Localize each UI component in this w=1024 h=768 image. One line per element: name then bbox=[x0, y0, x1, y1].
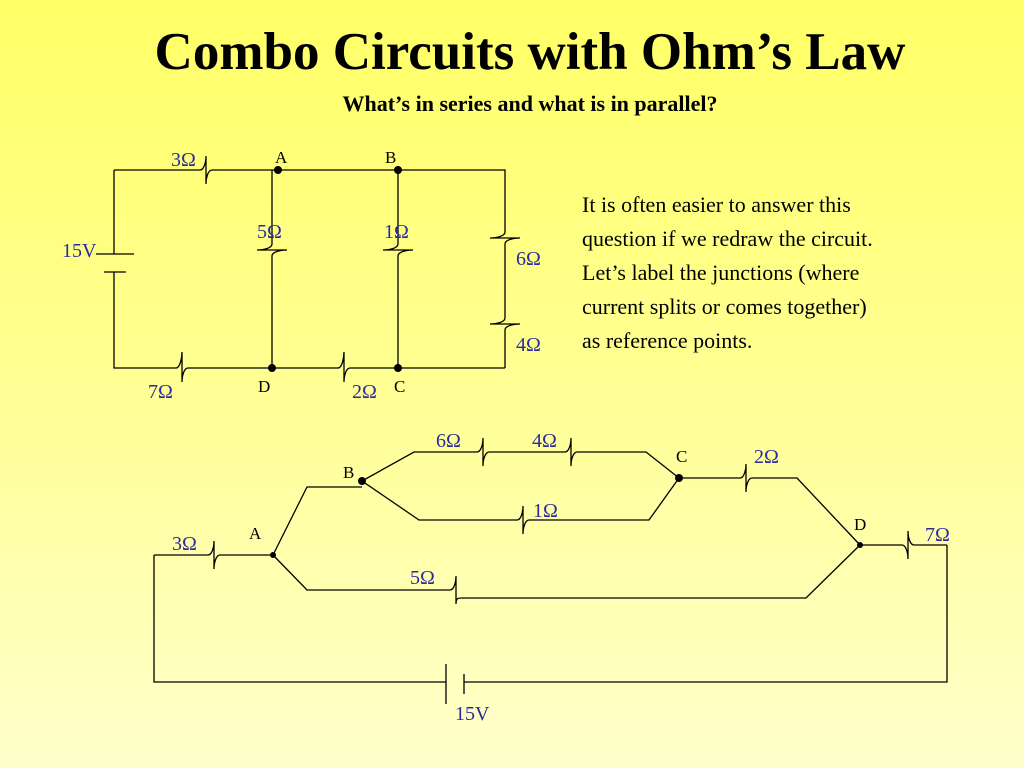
junction-b-label-redrawn: B bbox=[343, 463, 354, 482]
original-bottom-wire bbox=[113, 272, 505, 383]
original-circuit: 3Ω 15V 5Ω 1Ω 6Ω 4Ω 7Ω 2Ω A B D C bbox=[62, 148, 541, 403]
original-top-wire bbox=[114, 155, 506, 232]
resistor-5ohm-branch-redrawn bbox=[272, 544, 861, 605]
junction-a-dot bbox=[274, 166, 282, 174]
slide-title: Combo Circuits with Ohm’s Law bbox=[154, 23, 906, 81]
battery-label: 15V bbox=[62, 240, 97, 262]
junction-b-label: B bbox=[385, 148, 396, 167]
resistor-5ohm-branch bbox=[256, 170, 288, 368]
redrawn-circuit: 6Ω 4Ω 2Ω 1Ω 3Ω 7Ω 5Ω 15V A B C D bbox=[153, 430, 950, 725]
resistor-7ohm-label-redrawn: 7Ω bbox=[925, 524, 950, 546]
resistor-6ohm-symbol bbox=[489, 231, 521, 318]
resistor-1ohm-label-redrawn: 1Ω bbox=[533, 500, 558, 522]
resistor-6ohm-4ohm-branch-redrawn bbox=[361, 437, 680, 482]
resistor-6ohm-label-redrawn: 6Ω bbox=[436, 430, 461, 452]
junction-c-dot bbox=[394, 364, 402, 372]
junction-d-label: D bbox=[258, 377, 270, 396]
resistor-3ohm-label-redrawn: 3Ω bbox=[172, 533, 197, 555]
resistor-3ohm-label: 3Ω bbox=[171, 149, 196, 171]
wire-a-to-b bbox=[272, 486, 362, 556]
resistor-1ohm-label: 1Ω bbox=[384, 221, 409, 243]
resistor-4ohm-symbol bbox=[489, 317, 521, 368]
slide-subtitle: What’s in series and what is in parallel… bbox=[342, 91, 718, 116]
resistor-3ohm-symbol-redrawn bbox=[154, 540, 273, 570]
explanation-line: question if we redraw the circuit. bbox=[582, 226, 873, 251]
resistor-4ohm-label-redrawn: 4Ω bbox=[532, 430, 557, 452]
battery-label-redrawn: 15V bbox=[455, 703, 490, 725]
resistor-5ohm-label: 5Ω bbox=[257, 221, 282, 243]
junction-a-dot-redrawn bbox=[270, 552, 276, 558]
explanation-line: as reference points. bbox=[582, 328, 753, 353]
resistor-1ohm-branch bbox=[382, 170, 414, 368]
junction-c-label: C bbox=[394, 377, 405, 396]
resistor-2ohm-symbol-redrawn bbox=[679, 463, 861, 546]
junction-c-dot-redrawn bbox=[675, 474, 683, 482]
junction-d-label-redrawn: D bbox=[854, 515, 866, 534]
junction-a-label: A bbox=[275, 148, 288, 167]
resistor-6ohm-label: 6Ω bbox=[516, 248, 541, 270]
junction-b-dot bbox=[394, 166, 402, 174]
resistor-2ohm-label: 2Ω bbox=[352, 381, 377, 403]
resistor-1ohm-branch-redrawn bbox=[361, 477, 680, 535]
resistor-7ohm-symbol-redrawn bbox=[860, 530, 947, 560]
explanation-line: Let’s label the junctions (where bbox=[582, 260, 860, 285]
junction-c-label-redrawn: C bbox=[676, 447, 687, 466]
redrawn-bottom-wire-right bbox=[464, 545, 948, 683]
explanation-text: It is often easier to answer this questi… bbox=[582, 188, 1002, 358]
junction-b-dot-redrawn bbox=[358, 477, 366, 485]
junction-d-dot-redrawn bbox=[857, 542, 863, 548]
explanation-line: current splits or comes together) bbox=[582, 294, 867, 319]
junction-d-dot bbox=[268, 364, 276, 372]
redrawn-bottom-wire-left bbox=[153, 555, 446, 683]
resistor-7ohm-label: 7Ω bbox=[148, 381, 173, 403]
resistor-4ohm-label: 4Ω bbox=[516, 334, 541, 356]
junction-a-label-redrawn: A bbox=[249, 524, 262, 543]
explanation-line: It is often easier to answer this bbox=[582, 192, 851, 217]
resistor-5ohm-label-redrawn: 5Ω bbox=[410, 567, 435, 589]
resistor-2ohm-label-redrawn: 2Ω bbox=[754, 446, 779, 468]
